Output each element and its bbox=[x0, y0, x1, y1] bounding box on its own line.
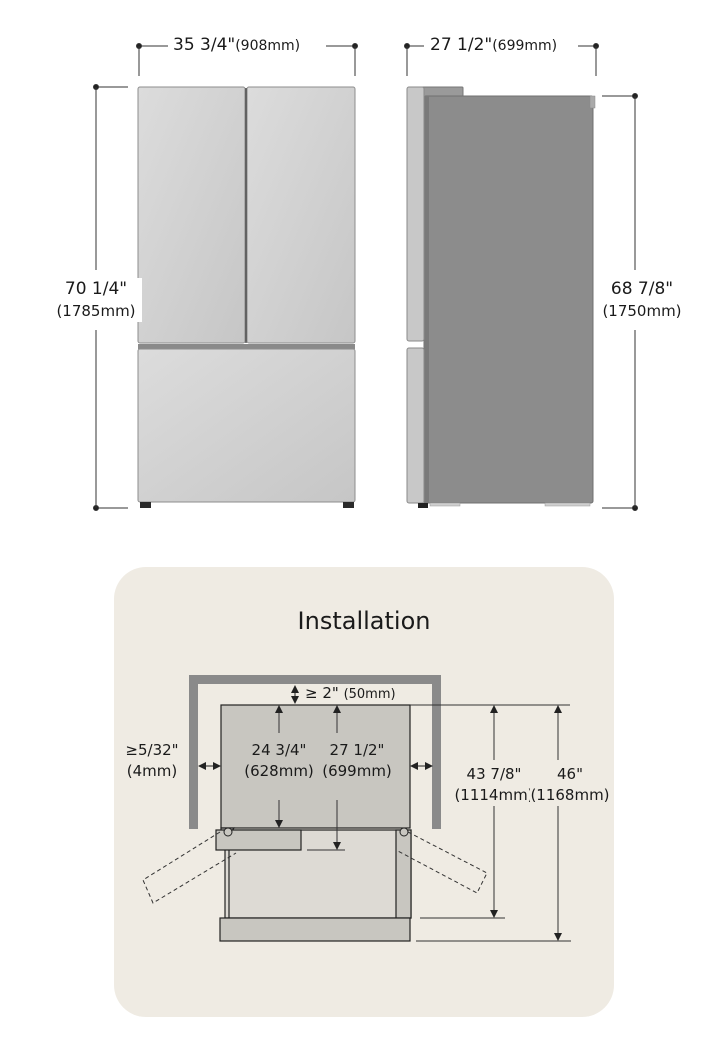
front-width-dimension bbox=[136, 43, 358, 76]
depth-total-line bbox=[307, 705, 345, 851]
depth-max-mm: (1168mm) bbox=[530, 786, 610, 804]
front-height-mm: (1785mm) bbox=[56, 302, 136, 320]
depth-door-open-inches: 43 7/8" bbox=[466, 765, 522, 783]
side-height-mm: (1750mm) bbox=[602, 302, 682, 320]
dimension-drawings bbox=[93, 43, 638, 511]
hinge-right bbox=[399, 827, 409, 837]
side-depth-mm: (699mm) bbox=[492, 38, 558, 54]
front-height-label: 70 1/4" (1785mm) bbox=[50, 278, 142, 322]
door-open-outline-left bbox=[142, 831, 237, 904]
door-open-outline-right bbox=[395, 831, 488, 894]
front-width-inches: 35 3/4" bbox=[173, 35, 236, 55]
side-depth-inches: 27 1/2" bbox=[430, 35, 493, 55]
depth-door-open-line bbox=[410, 704, 570, 919]
depth-cabinet-mm: (628mm) bbox=[244, 762, 314, 780]
top-clearance-mm: (50mm) bbox=[343, 687, 396, 702]
depth-max-label: 46" (1168mm) bbox=[530, 764, 610, 806]
side-height-label: 68 7/8" (1750mm) bbox=[596, 278, 688, 322]
depth-total-label: 27 1/2" (699mm) bbox=[314, 740, 400, 782]
side-depth-dimension bbox=[404, 43, 599, 76]
side-clearance-mm: (4mm) bbox=[126, 762, 178, 780]
front-height-inches: 70 1/4" bbox=[64, 279, 128, 299]
side-depth-label: 27 1/2"(699mm) bbox=[427, 35, 561, 55]
fridge-front-view bbox=[137, 86, 356, 508]
front-width-label: 35 3/4"(908mm) bbox=[170, 35, 304, 55]
front-height-dimension bbox=[93, 84, 128, 511]
depth-max-inches: 46" bbox=[557, 765, 583, 783]
fridge-plan-body bbox=[220, 704, 411, 829]
depth-total-inches: 27 1/2" bbox=[329, 741, 385, 759]
depth-cabinet-label: 24 3/4" (628mm) bbox=[236, 740, 322, 782]
front-width-mm: (908mm) bbox=[235, 38, 301, 54]
top-clearance-label: ≥ 2" (50mm) bbox=[305, 684, 396, 702]
side-clearance-label: ≥5/32" (4mm) bbox=[120, 740, 184, 782]
depth-cabinet-inches: 24 3/4" bbox=[251, 741, 307, 759]
depth-door-open-mm: (1114mm) bbox=[454, 786, 534, 804]
installation-title: Installation bbox=[297, 607, 431, 635]
fridge-doors-plan bbox=[215, 827, 412, 942]
depth-max-line bbox=[416, 705, 571, 942]
hinge-left bbox=[223, 827, 233, 837]
fridge-side-view bbox=[406, 86, 596, 508]
side-height-dimension bbox=[602, 93, 638, 511]
depth-door-open-label: 43 7/8" (1114mm) bbox=[446, 764, 542, 806]
wall-enclosure bbox=[189, 675, 441, 829]
side-height-inches: 68 7/8" bbox=[610, 279, 674, 299]
depth-total-mm: (699mm) bbox=[322, 762, 392, 780]
top-clearance-inches: ≥ 2" bbox=[305, 684, 339, 702]
side-clearance-inches: ≥5/32" bbox=[125, 741, 179, 759]
